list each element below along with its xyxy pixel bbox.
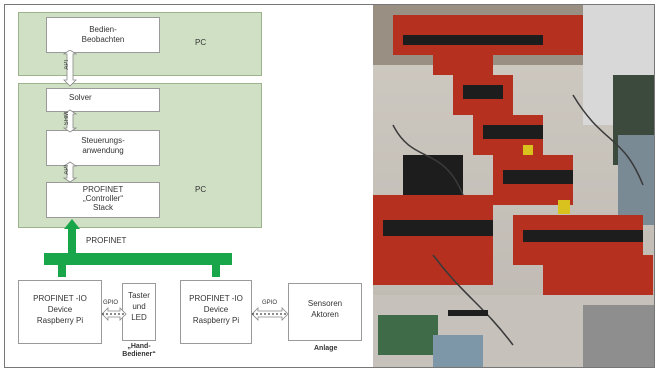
profinet-drop-left	[58, 265, 66, 277]
pc-bottom-label: PC	[195, 185, 206, 194]
lab-setup-photo	[373, 5, 654, 367]
gpio-label-right: GPIO	[262, 300, 277, 306]
api-label-1: API	[64, 60, 70, 70]
bedien-beobachten-box: Bedien- Beobachten	[46, 17, 160, 53]
profinet-bus-label: PROFINET	[86, 236, 126, 245]
profinet-vertical-arrow	[64, 219, 80, 253]
shm-label: SHM	[64, 112, 70, 125]
profinet-device-left: PROFINET -IO Device Raspberry Pi	[18, 280, 102, 344]
gpio-label-left: GPIO	[103, 300, 118, 306]
photo-illustration	[373, 5, 654, 367]
api-label-2: API	[64, 165, 70, 175]
profinet-drop-right	[212, 265, 220, 277]
hand-bediener-label: „Hand- Bediener“	[116, 343, 162, 359]
anlage-label: Anlage	[314, 345, 337, 352]
profinet-bus-bar	[44, 253, 232, 265]
profinet-bus	[30, 215, 250, 285]
connector-arrows	[50, 50, 90, 190]
pc-top-label: PC	[195, 38, 206, 47]
